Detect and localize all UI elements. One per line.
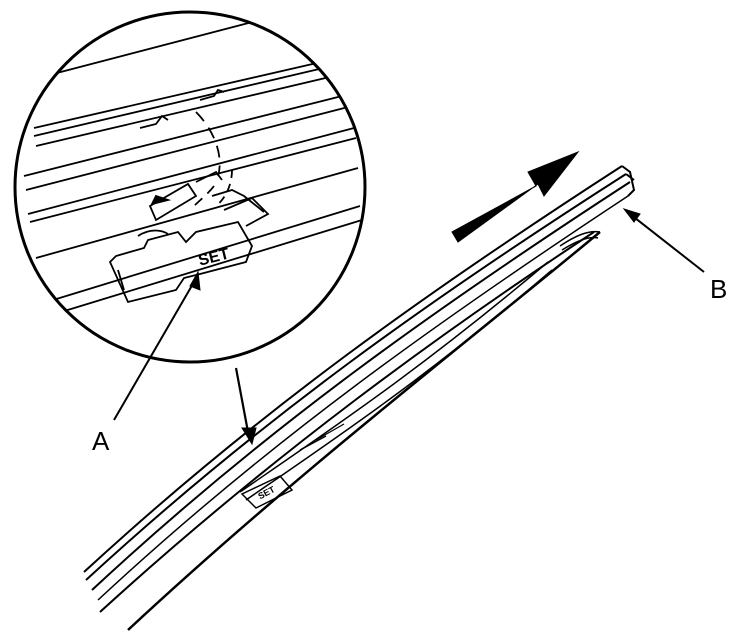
callout-label-b: B: [710, 274, 728, 304]
detail-circle: [13, 10, 367, 364]
direction-arrow: [451, 150, 580, 243]
detail-pointer-arrow: [234, 367, 257, 446]
leader-line-a: [113, 270, 201, 421]
callout-label-a: A: [92, 426, 110, 456]
wiper-blade: [83, 165, 636, 631]
leader-line-b: [622, 208, 705, 273]
